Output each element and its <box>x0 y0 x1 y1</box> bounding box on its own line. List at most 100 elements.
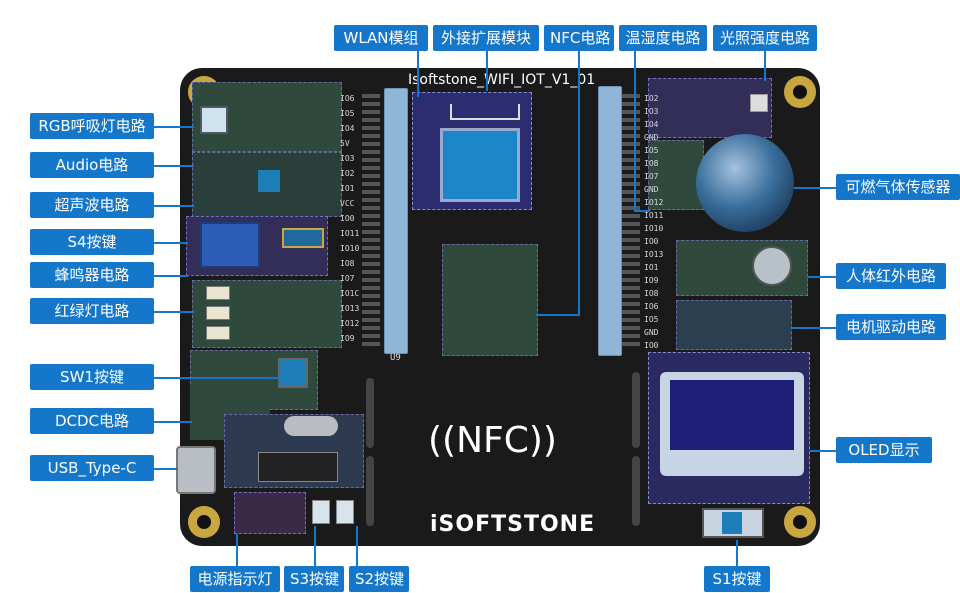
mounting-hole-bl <box>188 506 220 538</box>
pin-label: VCC <box>340 199 355 208</box>
brand-logo: iSOFTSTONE <box>430 512 596 537</box>
pin-label: IO2 <box>644 94 659 103</box>
nfc-slot-right <box>632 372 640 448</box>
conn-wlan <box>417 51 419 97</box>
pin-label: IO8 <box>340 259 355 268</box>
conn-audio <box>154 165 194 167</box>
label-wlan: WLAN模组 <box>334 25 428 51</box>
pin-label: GND <box>644 328 659 337</box>
conn-sw1 <box>154 377 280 379</box>
label-dcdc: DCDC电路 <box>30 408 154 434</box>
label-s2: S2按键 <box>349 566 409 592</box>
label-s3: S3按键 <box>284 566 344 592</box>
pin-label: IO4 <box>644 120 659 129</box>
s4-switch <box>200 222 260 268</box>
label-ultra: 超声波电路 <box>30 192 154 218</box>
conn-traffic <box>154 311 194 313</box>
label-sw1: SW1按键 <box>30 364 154 390</box>
nfc-region <box>442 244 538 356</box>
pin-label: IO6 <box>340 94 355 103</box>
nfc-slot-right-2 <box>632 456 640 526</box>
sw1-switch <box>278 358 308 388</box>
s3-button <box>312 500 330 524</box>
pin-label: IO7 <box>340 274 355 283</box>
pin-label: IO10 <box>340 244 360 253</box>
label-rgb: RGB呼吸灯电路 <box>30 113 154 139</box>
label-light: 光照强度电路 <box>713 25 817 51</box>
pin-label: IO5 <box>340 109 355 118</box>
pin-label: IO8 <box>644 289 659 298</box>
motor-region <box>676 300 792 350</box>
ultra-chip <box>258 170 280 192</box>
conn-gas <box>794 187 836 189</box>
pin-label: IO3 <box>340 154 355 163</box>
usb-connector <box>176 446 216 494</box>
pin-label: 5V <box>340 139 350 148</box>
right-header-pins <box>622 90 640 350</box>
pin-label: IO6 <box>644 302 659 311</box>
light-sensor-chip <box>750 94 768 112</box>
pin-label: IO12 <box>644 198 664 207</box>
crystal <box>284 416 338 436</box>
label-oled: OLED显示 <box>836 437 932 463</box>
conn-pir <box>808 276 836 278</box>
nfc-slot-left-2 <box>366 456 374 526</box>
traffic-led-1 <box>206 286 230 300</box>
conn-oled <box>810 450 836 452</box>
traffic-led-2 <box>206 306 230 320</box>
pin-label: GND <box>644 185 659 194</box>
left-header <box>384 88 408 354</box>
pin-label: IO10 <box>644 224 664 233</box>
conn-nfc <box>578 51 580 315</box>
pir-sensor <box>752 246 792 286</box>
conn-s3 <box>314 526 316 566</box>
traffic-led-3 <box>206 326 230 340</box>
conn-s2 <box>356 526 358 566</box>
wlan-antenna <box>450 104 520 120</box>
label-temp: 温湿度电路 <box>619 25 707 51</box>
oled-screen <box>670 380 794 450</box>
conn-temp-h <box>634 210 650 212</box>
label-audio: Audio电路 <box>30 152 154 178</box>
pin-label: IO5 <box>644 146 659 155</box>
pin-label: IO0 <box>340 214 355 223</box>
conn-temp <box>634 51 636 211</box>
conn-motor <box>792 327 836 329</box>
mounting-hole-tr <box>784 76 816 108</box>
label-s1: S1按键 <box>704 566 770 592</box>
gas-sensor <box>696 134 794 232</box>
u9-label: U9 <box>390 353 401 363</box>
label-power: 电源指示灯 <box>190 566 280 592</box>
pin-label: IO4 <box>340 124 355 133</box>
buzzer-component <box>282 228 324 248</box>
s2-button <box>336 500 354 524</box>
wlan-module-chip <box>440 128 520 202</box>
pin-label: IO12 <box>340 319 360 328</box>
label-pir: 人体红外电路 <box>836 263 946 289</box>
pin-label: IO11 <box>340 229 360 238</box>
conn-s4 <box>154 242 188 244</box>
label-usb: USB_Type-C <box>30 455 154 481</box>
pin-label: GND <box>644 133 659 142</box>
nfc-logo: ((NFC)) <box>428 420 557 461</box>
left-header-pins <box>362 90 380 350</box>
conn-power <box>236 534 238 566</box>
pin-label: IO11 <box>644 211 664 220</box>
label-motor: 电机驱动电路 <box>836 314 946 340</box>
conn-ultra <box>154 205 194 207</box>
nfc-slot-left <box>366 378 374 448</box>
s1-cap <box>722 512 742 534</box>
conn-ext <box>486 51 488 91</box>
conn-nfc-h <box>536 314 580 316</box>
label-buzzer: 蜂鸣器电路 <box>30 262 154 288</box>
conn-dcdc <box>154 421 192 423</box>
label-ext: 外接扩展模块 <box>433 25 539 51</box>
label-gas: 可燃气体传感器 <box>836 174 960 200</box>
pin-label: IO0 <box>644 237 659 246</box>
pin-label: IO1 <box>644 263 659 272</box>
pin-label: IO9 <box>340 334 355 343</box>
conn-usb <box>154 468 178 470</box>
pin-label: IO7 <box>644 172 659 181</box>
mounting-hole-br <box>784 506 816 538</box>
pin-label: IO2 <box>340 169 355 178</box>
